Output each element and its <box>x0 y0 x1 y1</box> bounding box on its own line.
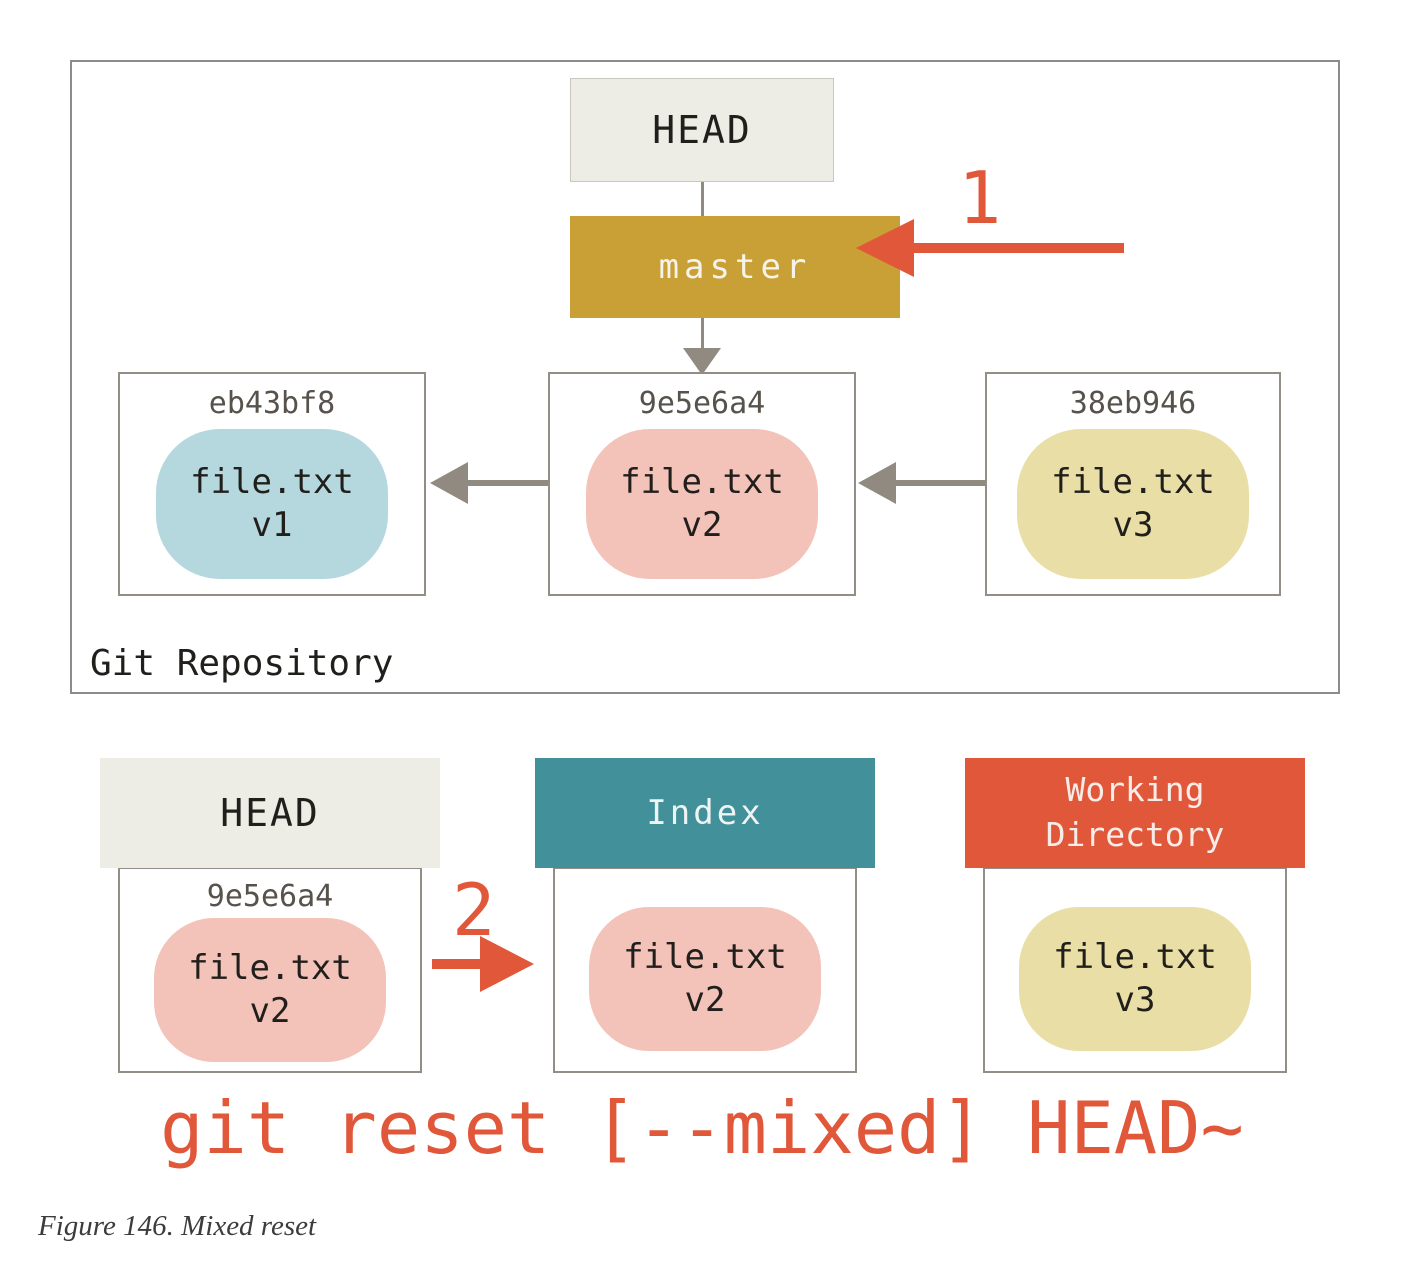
file-blob-v3: file.txt v3 <box>1017 429 1249 579</box>
commit-hash: eb43bf8 <box>208 386 336 421</box>
working-directory-column-title: Working Directory <box>1045 770 1225 854</box>
file-version: v2 <box>681 505 723 545</box>
step2-label: 2 <box>452 868 496 952</box>
file-name: file.txt <box>623 937 787 978</box>
head-to-master-connector <box>701 182 704 216</box>
head-column-body: 9e5e6a4 file.txt v2 <box>118 867 422 1073</box>
commit-hash: 9e5e6a4 <box>638 386 766 421</box>
file-name: file.txt <box>190 462 354 503</box>
commit-box-38eb946: 38eb946 file.txt v3 <box>985 372 1281 596</box>
file-name: file.txt <box>188 948 352 989</box>
file-blob-v2: file.txt v2 <box>589 907 821 1051</box>
arrow-down-icon <box>683 348 721 375</box>
git-command-text: git reset [--mixed] HEAD~ <box>160 1086 1244 1170</box>
file-name: file.txt <box>1053 937 1217 978</box>
head-column-header: HEAD <box>100 758 440 868</box>
file-version: v3 <box>1114 980 1156 1020</box>
master-to-commit-connector <box>701 318 704 350</box>
step1-arrow-shaft <box>914 243 1124 253</box>
file-name: file.txt <box>620 462 784 503</box>
file-version: v2 <box>249 991 291 1031</box>
index-column-header: Index <box>535 758 875 868</box>
working-directory-column-header: Working Directory <box>965 758 1305 868</box>
head-ref-label: HEAD <box>652 108 752 152</box>
parent-arrow-shaft <box>466 480 548 486</box>
file-blob-v2: file.txt v2 <box>154 918 386 1062</box>
head-ref-box: HEAD <box>570 78 834 182</box>
index-column-title: Index <box>646 793 764 833</box>
figure-caption: Figure 146. Mixed reset <box>38 1210 317 1242</box>
parent-arrow-left-icon <box>430 462 468 504</box>
file-version: v3 <box>1112 505 1154 545</box>
commit-hash: 38eb946 <box>1069 386 1197 421</box>
head-column-title: HEAD <box>220 791 320 835</box>
file-blob-v3: file.txt v3 <box>1019 907 1251 1051</box>
git-repository-label: Git Repository <box>90 643 394 684</box>
step2-arrow-right-icon <box>480 936 534 992</box>
step1-arrow-left-icon <box>856 219 914 277</box>
commit-box-9e5e6a4: 9e5e6a4 file.txt v2 <box>548 372 856 596</box>
file-version: v1 <box>251 505 293 545</box>
parent-arrow-shaft <box>894 480 985 486</box>
working-directory-column-body: file.txt v3 <box>983 867 1287 1073</box>
commit-box-eb43bf8: eb43bf8 file.txt v1 <box>118 372 426 596</box>
commit-hash: 9e5e6a4 <box>206 879 334 914</box>
step2-arrow-shaft <box>432 959 484 969</box>
parent-arrow-left-icon <box>858 462 896 504</box>
step1-label: 1 <box>958 156 1002 240</box>
index-column-body: file.txt v2 <box>553 867 857 1073</box>
file-name: file.txt <box>1051 462 1215 503</box>
file-blob-v1: file.txt v1 <box>156 429 388 579</box>
master-branch-label: master <box>658 247 812 287</box>
master-branch-box: master <box>570 216 900 318</box>
file-version: v2 <box>684 980 726 1020</box>
file-blob-v2: file.txt v2 <box>586 429 818 579</box>
